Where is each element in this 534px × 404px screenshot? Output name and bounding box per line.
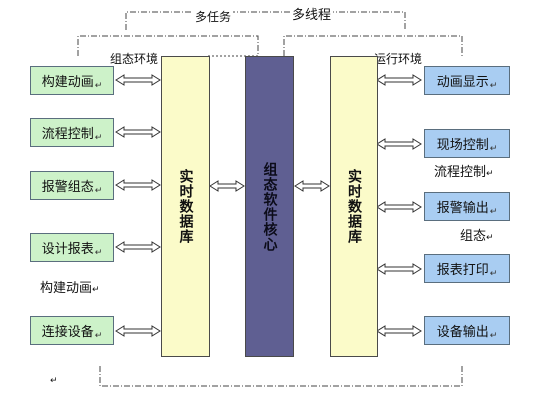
arrow-left-4 — [115, 241, 161, 253]
runtime-env-label: 运行环境 — [374, 52, 423, 66]
return-mark: ↵ — [489, 143, 498, 154]
floating-label-config: 组态↵ — [460, 229, 494, 244]
arrow-core-db-right — [294, 180, 330, 192]
config-env-frame-top — [77, 35, 259, 56]
floating-label-flow-control: 流程控制↵ — [434, 165, 494, 180]
bottom-bracket — [99, 366, 463, 387]
box-flow-control: 流程控制↵ — [30, 118, 114, 147]
arrow-left-3 — [115, 179, 161, 191]
arrow-db-core-left — [209, 180, 245, 192]
return-mark: ↵ — [94, 80, 103, 91]
return-mark: ↵ — [489, 206, 498, 217]
return-mark-bottom: ↵ — [50, 376, 58, 386]
box-design-report: 设计报表↵ — [30, 233, 114, 262]
box-alarm-output: 报警输出↵ — [424, 192, 510, 221]
arrow-left-5 — [115, 325, 161, 337]
arrow-right-3 — [376, 201, 422, 213]
box-connect-device: 连接设备↵ — [30, 316, 114, 345]
arrow-right-4 — [376, 263, 422, 275]
arrow-right-5 — [376, 325, 422, 337]
return-mark: ↵ — [489, 330, 498, 341]
config-env-label: 组态环境 — [110, 52, 159, 66]
box-animation-display: 动画显示↵ — [424, 66, 510, 95]
return-mark: ↵ — [489, 80, 498, 91]
config-software-core: 组态软件核心 — [245, 56, 294, 357]
multithread-label: 多线程 — [290, 8, 334, 23]
box-field-control: 现场控制↵ — [424, 129, 510, 158]
arrow-left-2 — [115, 126, 161, 138]
arrow-right-1 — [376, 74, 422, 86]
left-realtime-database: 实时数据库 — [161, 56, 210, 357]
return-mark: ↵ — [94, 132, 103, 143]
multitask-bracket — [125, 11, 406, 30]
return-mark: ↵ — [94, 330, 103, 341]
multitask-label: 多任务 — [193, 10, 234, 24]
right-realtime-database: 实时数据库 — [330, 56, 378, 357]
box-report-print: 报表打印↵ — [424, 254, 510, 283]
box-build-animation: 构建动画↵ — [30, 66, 114, 95]
floating-label-build-animation: 构建动画↵ — [40, 281, 100, 296]
arrow-right-2 — [376, 138, 422, 150]
return-mark: ↵ — [94, 247, 103, 258]
box-alarm-config: 报警组态↵ — [30, 171, 114, 200]
runtime-env-frame-top — [283, 35, 463, 56]
return-mark: ↵ — [489, 268, 498, 279]
box-device-output: 设备输出↵ — [424, 316, 510, 345]
return-mark: ↵ — [94, 185, 103, 196]
arrow-left-1 — [115, 74, 161, 86]
